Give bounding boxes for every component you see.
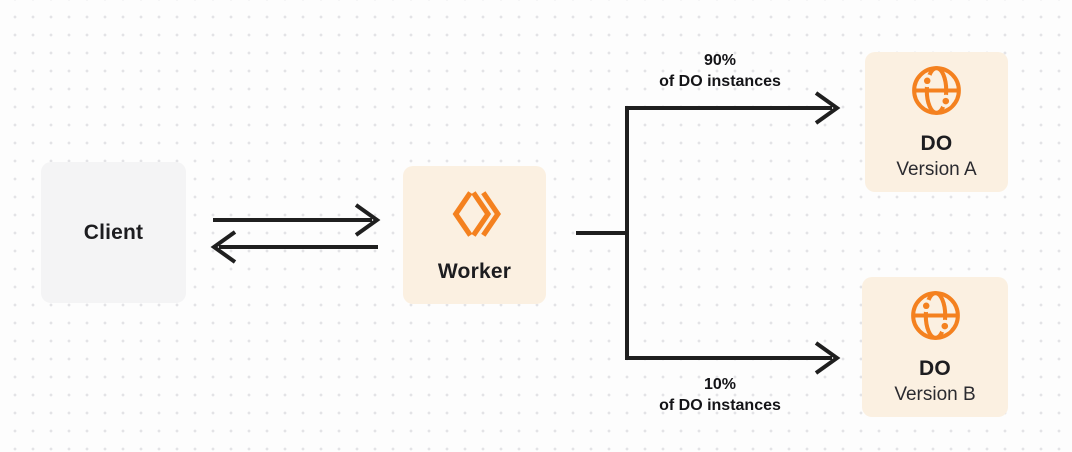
do-a-subtitle: Version A [896,158,977,180]
globe-icon [910,64,963,122]
response-arrow [210,230,378,264]
client-node: Client [41,162,186,303]
do-version-a-node: DO Version A [865,52,1008,192]
do-b-title: DO [918,356,952,380]
branch-trunk-line [576,108,629,358]
branch-a-caption: of DO instances [659,73,781,90]
request-arrow [213,203,381,237]
do-a-title: DO [920,131,953,155]
branch-b-label: 10% of DO instances [610,374,830,416]
do-version-b-node: DO Version B [862,277,1008,417]
branch-b-percent: 10% [703,376,737,393]
branch-a-label: 90% of DO instances [610,50,830,92]
branch-a-percent: 90% [703,52,737,69]
do-b-subtitle: Version B [894,383,976,405]
worker-label: Worker [437,259,512,283]
worker-node: Worker [403,166,546,304]
branch-b-caption: of DO instances [659,397,781,414]
globe-icon [909,289,962,347]
branch-b-arrow [625,341,841,375]
branch-a-arrow [625,91,841,125]
cloudflare-workers-icon [449,187,501,246]
client-label: Client [83,220,144,244]
